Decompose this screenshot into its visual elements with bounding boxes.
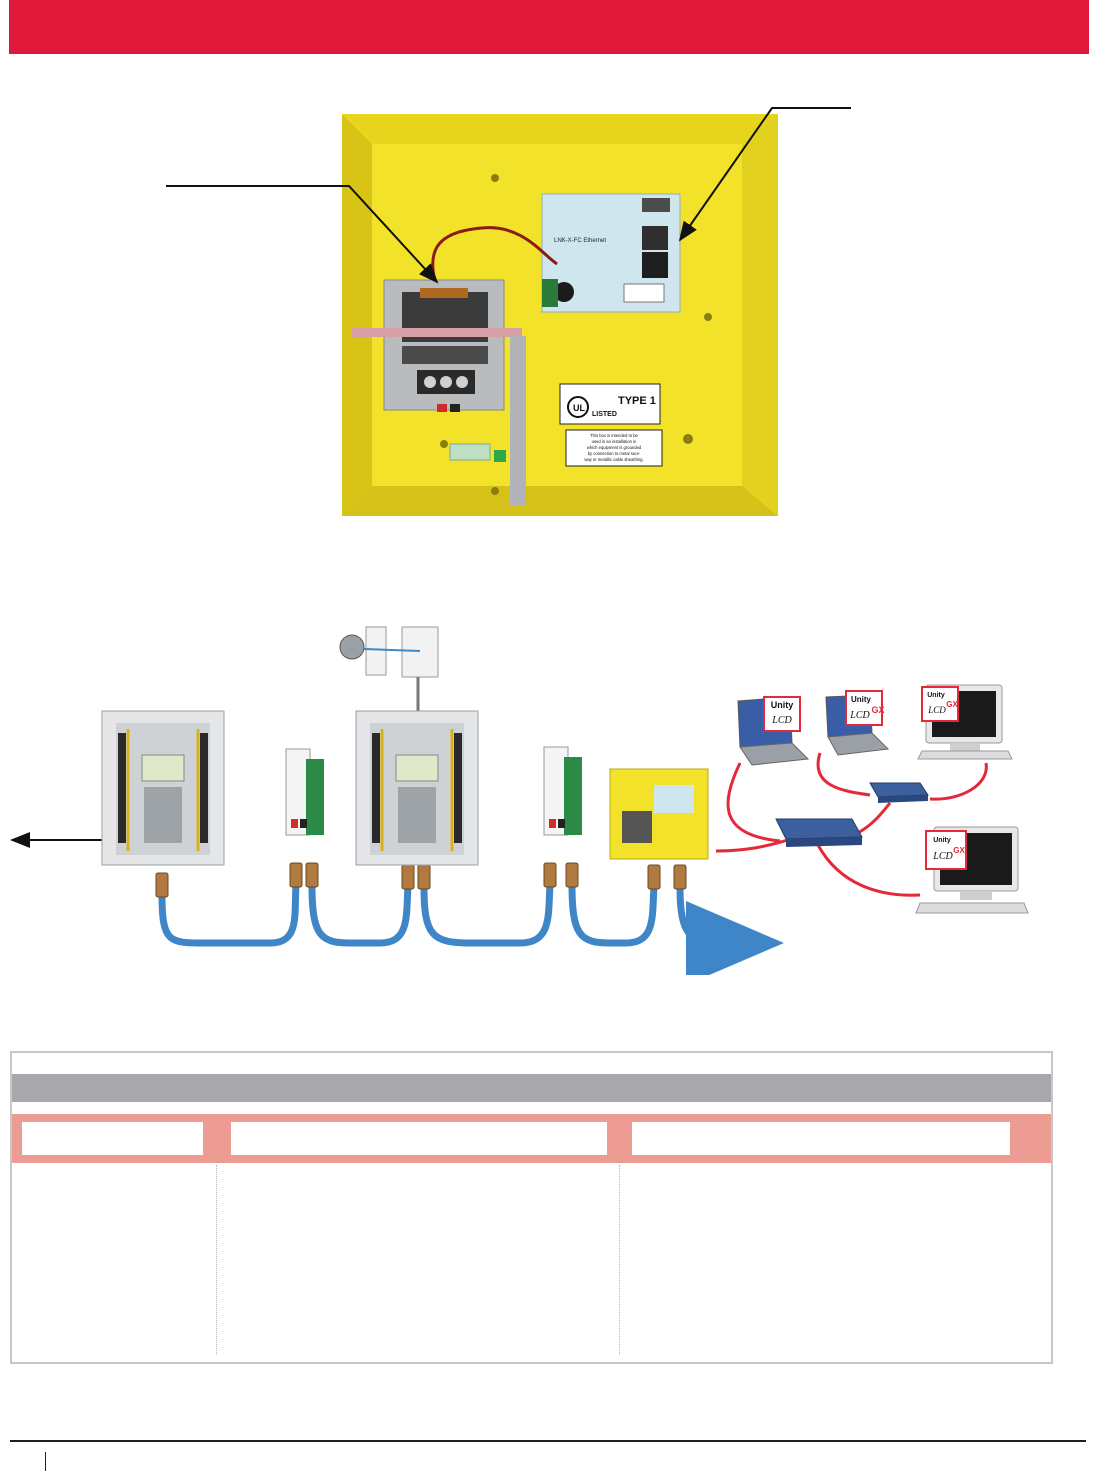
top-banner bbox=[9, 0, 1089, 54]
cable-segment-5 bbox=[676, 886, 784, 975]
switch-station-1 bbox=[285, 748, 324, 836]
svg-text:which equipment is grounded: which equipment is grounded bbox=[587, 445, 642, 450]
cable-segment-2 bbox=[308, 884, 412, 947]
lighting-panel-1 bbox=[101, 710, 225, 866]
cable-segment-1 bbox=[158, 884, 300, 947]
ethernet-enclosure bbox=[609, 768, 709, 860]
listed-label: LISTED bbox=[592, 411, 617, 418]
spec-table bbox=[10, 1051, 1053, 1364]
brand-mark-4: LCD bbox=[932, 851, 953, 862]
svg-text:used in an installation in: used in an installation in bbox=[592, 439, 637, 444]
badge-text-1: Unity bbox=[771, 700, 794, 710]
column-divider-2 bbox=[619, 1165, 620, 1355]
photo-sensor bbox=[339, 626, 439, 711]
laptop-1: Unity LCD bbox=[737, 696, 810, 766]
badge-text-2: Unity bbox=[851, 695, 872, 704]
brand-mark-1: LCD bbox=[771, 715, 792, 726]
column-divider-1 bbox=[216, 1165, 217, 1355]
type-label: TYPE 1 bbox=[618, 395, 656, 407]
switch-station-2 bbox=[543, 746, 582, 836]
desktop-computer-2: Unity LCD GX bbox=[915, 826, 1029, 914]
enclosure-photo: LNK-X-FC Ethernet UL TYPE 1 LISTED This bbox=[342, 114, 778, 516]
svg-text:by connection to metal race-: by connection to metal race- bbox=[588, 451, 641, 456]
ul-type1-label: UL TYPE 1 LISTED bbox=[559, 383, 661, 425]
cable-segment-4 bbox=[568, 884, 658, 947]
table-title-bar bbox=[12, 1074, 1051, 1102]
svg-text:way or metallic cable sheathin: way or metallic cable sheathing. bbox=[584, 457, 643, 462]
laptop-2: Unity LCD GX bbox=[825, 690, 890, 756]
header-cell-1 bbox=[22, 1122, 203, 1155]
badge-mark-3: GX bbox=[946, 700, 958, 709]
badge-text-4: Unity bbox=[933, 837, 951, 844]
footer-tick bbox=[45, 1452, 46, 1471]
lighting-panel-2 bbox=[355, 710, 479, 866]
table-header-row bbox=[12, 1114, 1051, 1163]
badge-mark-2: GX bbox=[871, 705, 884, 715]
svg-text:UL: UL bbox=[573, 403, 585, 413]
network-switch-1 bbox=[775, 818, 863, 847]
network-switch-2 bbox=[869, 782, 929, 803]
warning-label: This box is intended to be used in an in… bbox=[565, 429, 663, 467]
brand-mark-2: LCD bbox=[849, 710, 870, 721]
module-label: LNK-X-FC Ethernet bbox=[554, 238, 606, 244]
cable-segment-3 bbox=[420, 884, 554, 947]
system-diagram: Unity LCD Unity LCD GX Unity LCD GX Unit… bbox=[10, 626, 1029, 975]
header-cell-2 bbox=[231, 1122, 607, 1155]
footer-rule bbox=[10, 1440, 1086, 1442]
header-cell-3 bbox=[632, 1122, 1010, 1155]
desktop-computer-1: Unity LCD GX bbox=[917, 684, 1013, 760]
brand-mark-3: LCD bbox=[927, 705, 946, 715]
ethernet-module: LNK-X-FC Ethernet bbox=[541, 193, 681, 313]
badge-text-3: Unity bbox=[927, 692, 945, 699]
transformer bbox=[352, 279, 526, 506]
badge-mark-4: GX bbox=[953, 846, 965, 855]
svg-text:This box is intended to be: This box is intended to be bbox=[590, 433, 638, 438]
